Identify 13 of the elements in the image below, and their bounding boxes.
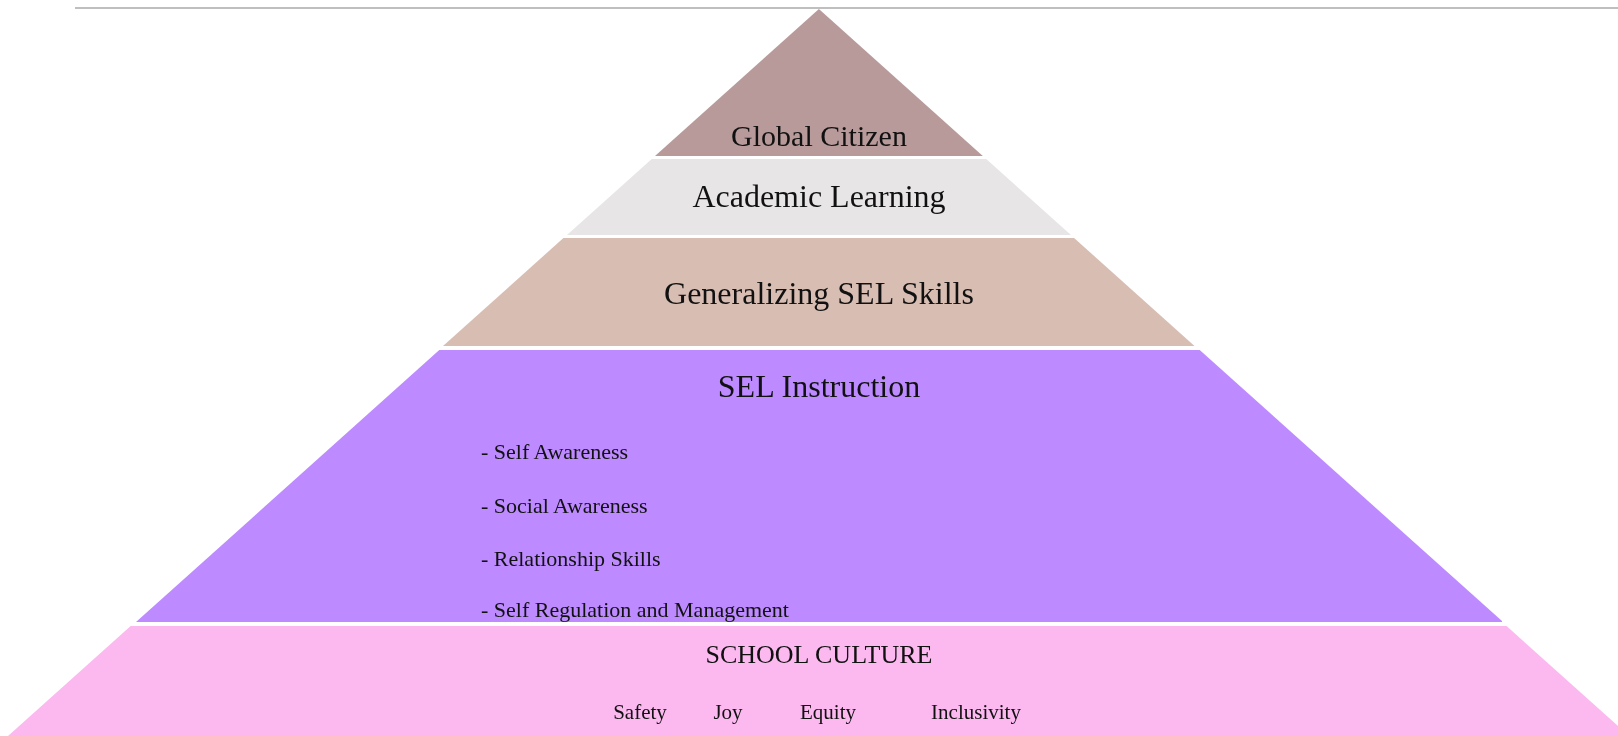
tier-title: Global Citizen [731, 118, 907, 154]
tier-title: Generalizing SEL Skills [664, 274, 974, 312]
tier-title: Academic Learning [692, 177, 946, 215]
tier-item: - Relationship Skills [481, 546, 661, 572]
tier-item: - Social Awareness [481, 493, 648, 519]
tier-title: SCHOOL CULTURE [705, 640, 933, 670]
tier-item: Safety [613, 699, 667, 725]
tier-title: SEL Instruction [717, 367, 921, 405]
tier-item: Equity [800, 699, 856, 725]
tier-item: - Self Awareness [481, 439, 629, 465]
tier-item: Inclusivity [931, 699, 1021, 725]
tier-item: - Self Regulation and Management [481, 597, 789, 623]
tier-item: Joy [713, 699, 743, 725]
